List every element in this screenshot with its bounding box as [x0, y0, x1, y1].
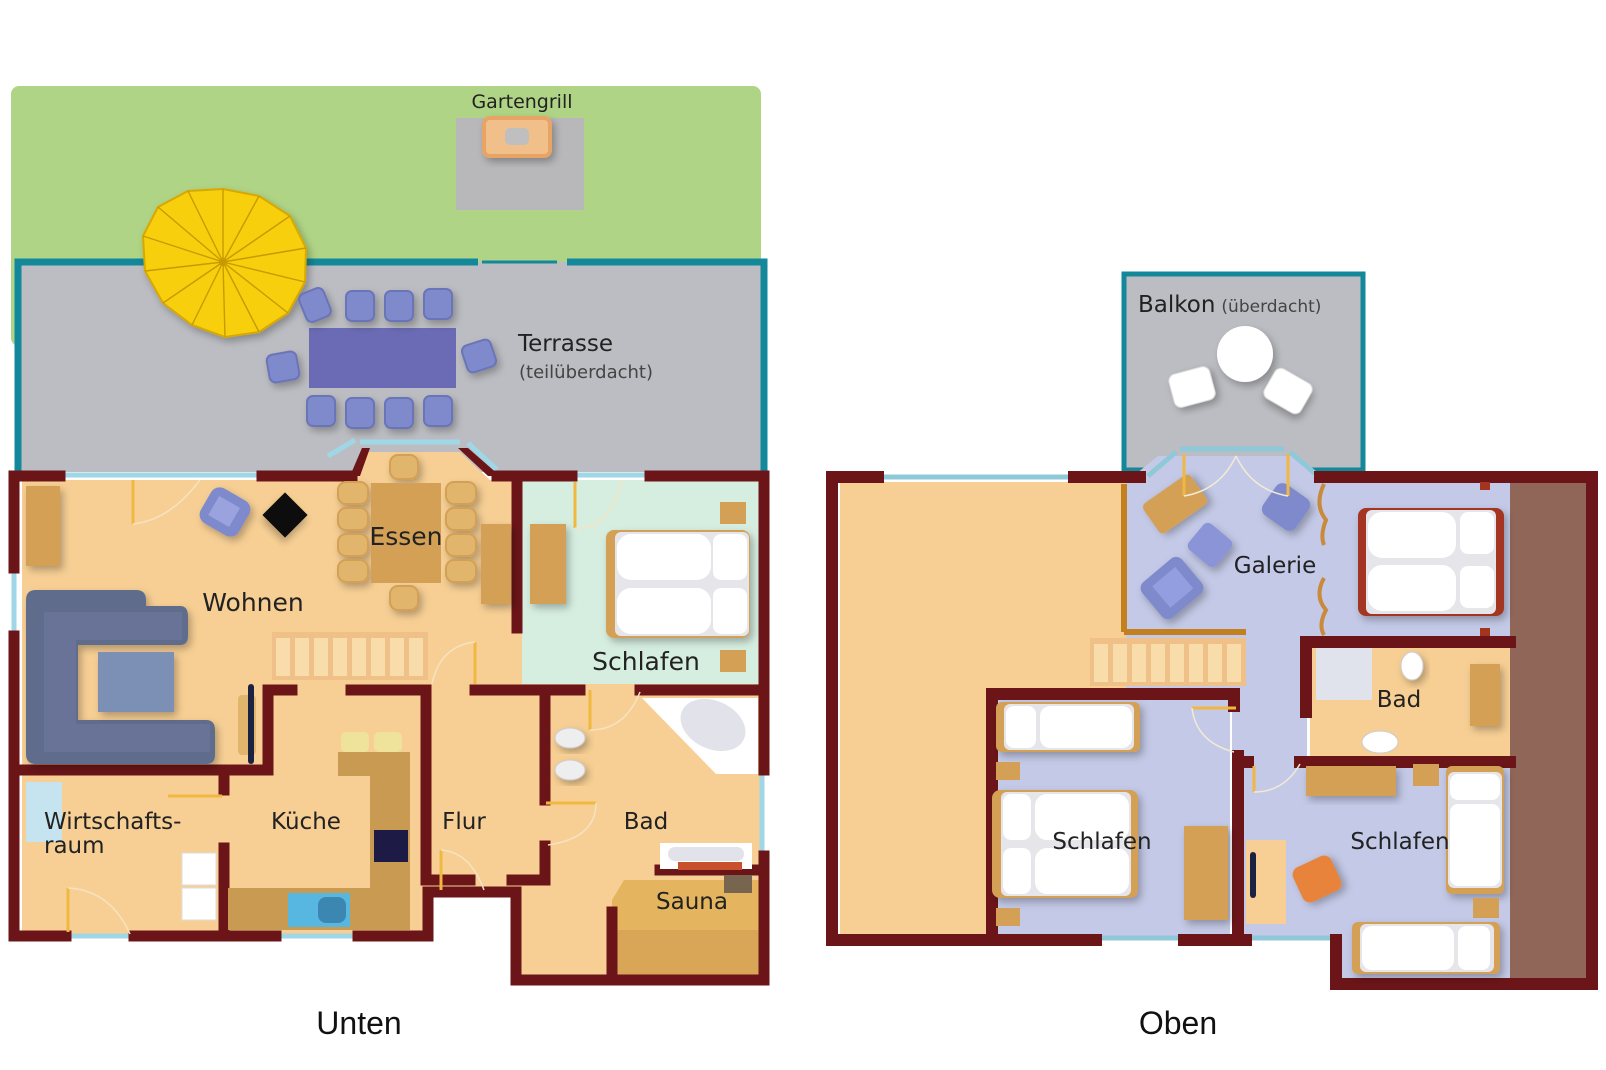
tv-icon — [1250, 852, 1256, 898]
doors-unten — [66, 480, 596, 932]
single-bed-icon — [1446, 766, 1504, 894]
label-bathroom-oben: Bad — [1377, 687, 1421, 713]
kitchen-counter — [228, 732, 410, 930]
single-bed-icon — [996, 702, 1140, 752]
bath-sink-icon — [660, 843, 752, 870]
toilet-icon — [1361, 730, 1399, 754]
wall-stub — [1480, 628, 1490, 636]
label-garden-grill: Gartengrill — [471, 91, 572, 113]
label-living: Wohnen — [202, 588, 303, 617]
nightstand — [1473, 898, 1499, 918]
terrace-chair — [306, 395, 336, 427]
terrace-chair — [384, 290, 414, 322]
washbasin-icon — [1400, 651, 1424, 681]
terrace-table — [309, 328, 456, 388]
walls-unten — [8, 470, 770, 986]
terrace-chair — [460, 338, 498, 374]
sideboard — [26, 486, 60, 566]
wall-stub — [1480, 482, 1490, 490]
label-balcony-name: Balkon — [1138, 292, 1215, 318]
dining-table — [371, 483, 441, 583]
double-bed-icon — [606, 530, 750, 638]
label-dining: Essen — [369, 522, 442, 551]
tv-icon — [248, 684, 254, 764]
wardrobe — [1184, 826, 1228, 920]
balcony-chair — [1263, 367, 1313, 415]
terrace-border — [14, 258, 768, 474]
label-gallery: Galerie — [1234, 553, 1316, 579]
stove-icon — [374, 830, 408, 862]
curtain-divider — [1317, 483, 1329, 637]
dryer — [181, 887, 217, 921]
doors-oben — [1182, 454, 1290, 792]
balcony-chair — [1168, 366, 1216, 408]
label-bedroom-right: Schlafen — [1350, 829, 1449, 855]
label-balcony: Balkon (überdacht) — [1138, 292, 1321, 318]
door-swings-unten — [67, 479, 641, 935]
windows-unten — [11, 437, 765, 939]
umbrella-icon — [141, 187, 308, 339]
terrace-chair — [265, 350, 301, 384]
utility-sink — [26, 782, 62, 842]
nightstand — [720, 650, 746, 672]
gallery-armchair-icon — [1140, 483, 1311, 620]
bidet-icon — [554, 727, 586, 749]
label-bedroom-left: Schlafen — [1052, 829, 1151, 855]
caption-unten: Unten — [316, 1005, 401, 1041]
balcony-table — [1217, 326, 1273, 382]
terrace-chair — [423, 288, 453, 320]
windows-oben — [882, 446, 1336, 941]
label-terrace-note: (teilüberdacht) — [519, 362, 653, 383]
terrace-chair — [345, 290, 375, 322]
toilet-icon — [554, 759, 586, 781]
label-sauna: Sauna — [656, 889, 728, 915]
roof-slope — [1510, 482, 1588, 980]
label-bedroom-unten: Schlafen — [592, 647, 700, 676]
terrace-dining-set — [265, 287, 498, 429]
sauna-bench — [612, 930, 760, 978]
gallery-desk — [1142, 474, 1208, 534]
door-swings-oben — [1183, 455, 1301, 793]
label-hallway: Flur — [442, 809, 486, 835]
nightstand — [720, 502, 746, 524]
caption-oben: Oben — [1139, 1005, 1217, 1041]
nightstand — [996, 762, 1020, 780]
bay-walls — [350, 448, 500, 476]
wardrobe — [530, 524, 566, 604]
staircase-oben — [1090, 638, 1246, 686]
desk — [1306, 766, 1396, 796]
label-bathroom-unten: Bad — [624, 809, 668, 835]
terrace-chair — [384, 397, 414, 429]
terrace-chair — [298, 287, 332, 323]
staircase-unten — [272, 632, 428, 680]
label-terrace: Terrasse — [517, 331, 613, 357]
nightstand — [1413, 764, 1439, 786]
terrace-chair — [423, 395, 453, 427]
label-kitchen: Küche — [271, 809, 341, 835]
sofa-icon — [26, 590, 215, 764]
floor-oben: Balkon (überdacht) — [826, 271, 1598, 1041]
label-utility-1: Wirtschafts- — [44, 809, 181, 835]
dining-set — [337, 454, 477, 611]
shower-icon — [1316, 648, 1372, 700]
bathtub-icon — [642, 698, 758, 774]
armchair-orange — [1292, 855, 1342, 903]
floor-unten: Gartengrill — [8, 86, 770, 1041]
grill-grate — [505, 128, 529, 145]
double-bed-icon — [992, 790, 1138, 898]
single-bed-icon — [1352, 922, 1500, 974]
dresser — [481, 524, 511, 604]
nightstand — [996, 908, 1020, 926]
walls-oben — [826, 471, 1598, 990]
terrace-chair — [345, 397, 375, 429]
double-bed-icon — [1358, 508, 1504, 616]
label-balcony-note: (überdacht) — [1221, 297, 1321, 317]
washer — [181, 852, 217, 886]
armchair-icon — [199, 487, 251, 537]
bath-cabinet — [1470, 664, 1500, 726]
label-utility-2: raum — [44, 833, 105, 859]
coffee-table — [98, 652, 174, 712]
sauna-heater-icon — [724, 875, 752, 893]
